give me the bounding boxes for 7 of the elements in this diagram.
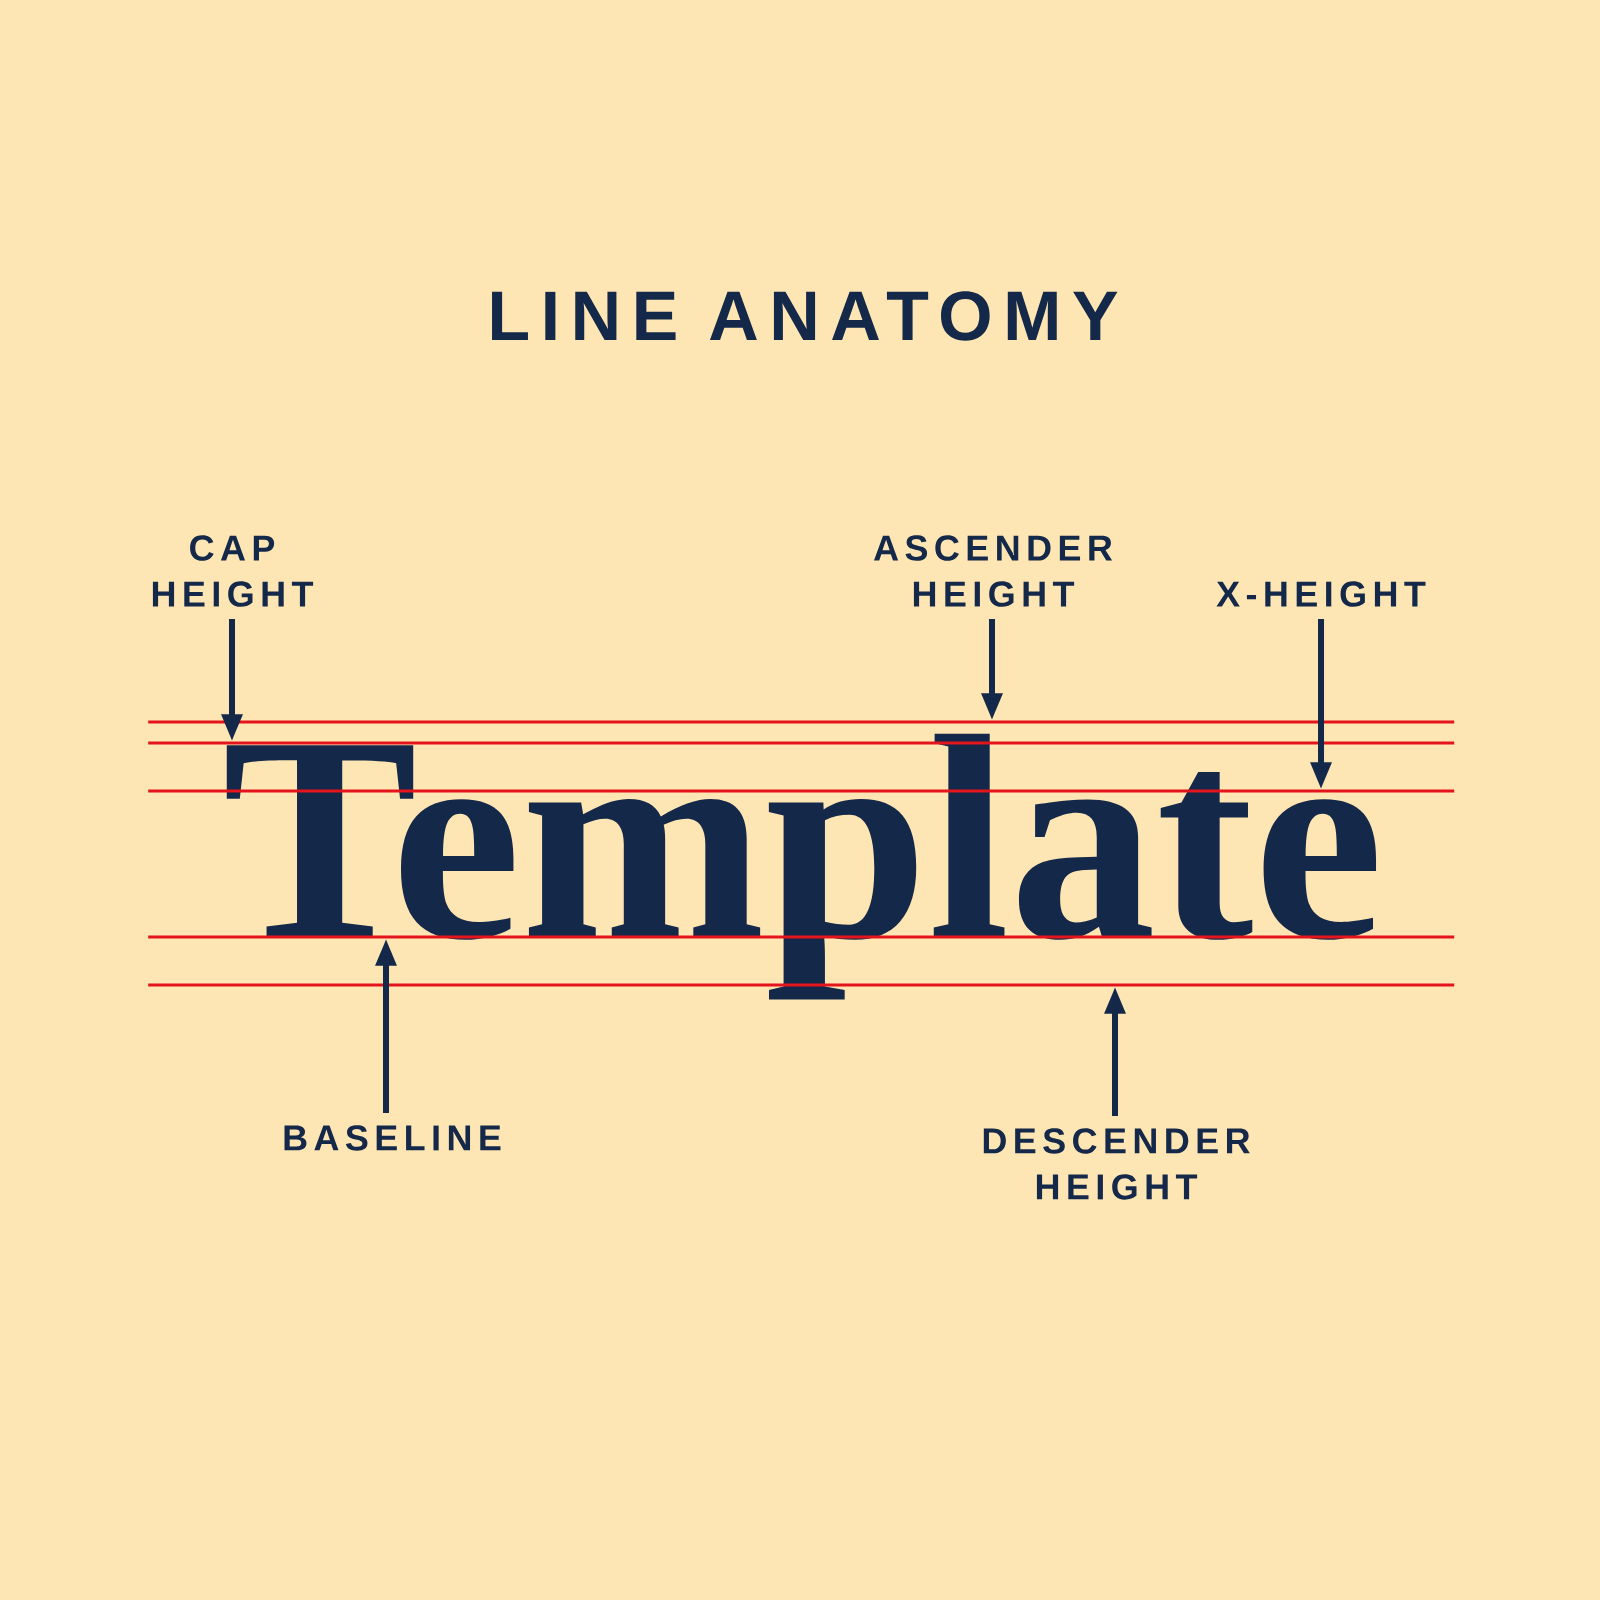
callout-label: BASELINE bbox=[284, 1125, 501, 1151]
callout-label: CAP HEIGHT bbox=[152, 535, 314, 607]
title: LINE ANATOMY bbox=[492, 291, 1118, 341]
guide-line bbox=[148, 720, 1455, 724]
callout-label: X-HEIGHT bbox=[1216, 581, 1426, 607]
callout-label: ASCENDER HEIGHT bbox=[874, 535, 1113, 607]
callout-label: DESCENDER HEIGHT bbox=[983, 1128, 1250, 1200]
